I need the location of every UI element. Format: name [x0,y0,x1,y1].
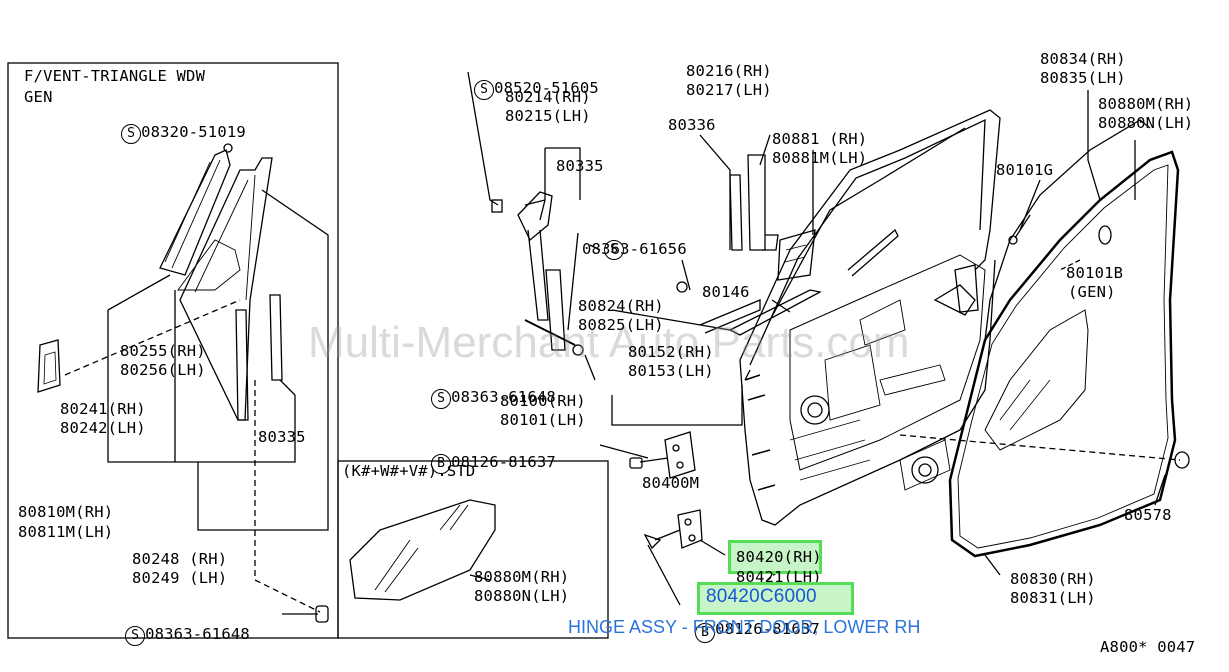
part-label-80880m-inset[interactable]: 80880M(RH) [474,568,570,586]
part-label-80880n[interactable]: 80880N(LH) [1098,114,1194,132]
screw-symbol-icon: S [604,240,625,260]
watermark: Multi-Merchant Auto Parts.com [308,318,910,367]
highlight-80420c6000-fill [700,585,851,612]
part-label-80241[interactable]: 80241(RH) [60,400,146,418]
part-label-80831[interactable]: 80831(LH) [1010,589,1096,607]
part-number: 08320-51019 [141,123,246,141]
diagram-reference: A800* 0047 [1100,638,1196,656]
part-label-80880m[interactable]: 80880M(RH) [1098,95,1194,113]
bolt-symbol-icon: B [431,454,452,474]
part-label-80146[interactable]: 80146 [702,283,750,301]
part-label-08363-61656[interactable]: S [585,220,625,260]
part-label-80100[interactable]: 80100(RH) [500,392,586,410]
part-label-80825[interactable]: 80825(LH) [578,316,664,334]
part-label-80215[interactable]: 80215(LH) [505,107,591,125]
part-label-80101[interactable]: 80101(LH) [500,411,586,429]
part-number: 08363-61648 [145,625,250,643]
part-label-80400m[interactable]: 80400M [642,474,700,492]
part-label-80578[interactable]: 80578 [1124,506,1172,524]
part-label-80336[interactable]: 80336 [668,116,716,134]
part-label-80421[interactable]: 80421(LH) [736,568,822,586]
part-label-80881[interactable]: 80881 (RH) [772,130,868,148]
part-number: 08126-81637 [451,453,556,471]
part-label-80835[interactable]: 80835(LH) [1040,69,1126,87]
part-label-80824[interactable]: 80824(RH) [578,297,664,315]
part-label-80830[interactable]: 80830(RH) [1010,570,1096,588]
part-label-80101b[interactable]: 80101B [1066,264,1124,282]
part-number: 08126-81637 [715,620,820,638]
part-label-80810m[interactable]: 80810M(RH) [18,503,114,521]
highlight-80420-fill [731,543,819,571]
part-caption: HINGE ASSY - FRONT DOOR, LOWER RH [568,617,921,637]
highlight-80420c6000 [697,582,854,615]
part-label-80214[interactable]: 80214(RH) [505,88,591,106]
part-label-80242[interactable]: 80242(LH) [60,419,146,437]
part-label-80881m[interactable]: 80881M(LH) [772,149,868,167]
inset-subtitle: GEN [24,88,53,106]
part-label-80420[interactable]: 80420(RH) [736,548,822,566]
part-label-80255[interactable]: 80255(RH) [120,342,206,360]
part-label-80834[interactable]: 80834(RH) [1040,50,1126,68]
part-label-80152[interactable]: 80152(RH) [628,343,714,361]
screw-symbol-icon: S [125,626,146,646]
part-number-80420c6000[interactable]: 80420C6000 [706,586,817,607]
part-number: 08363-61648 [451,388,556,406]
part-number: 08520-51605 [494,79,599,97]
part-label-80335-mid[interactable]: 80335 [556,157,604,175]
highlight-80420 [728,540,822,574]
part-label-gen: (GEN) [1068,283,1116,301]
screw-symbol-icon: S [121,124,142,144]
part-number-08363-61656[interactable]: 08363-61656 [582,240,687,258]
inset-title: F/VENT-TRIANGLE WDW [24,67,206,85]
screw-symbol-icon: S [431,389,452,409]
screw-symbol-icon: S [474,80,495,100]
part-label-80216[interactable]: 80216(RH) [686,62,772,80]
part-label-80880n-inset[interactable]: 80880N(LH) [474,587,570,605]
part-label-80256[interactable]: 80256(LH) [120,361,206,379]
part-label-80811m[interactable]: 80811M(LH) [18,523,114,541]
bolt-symbol-icon: B [695,623,716,643]
part-label-80217[interactable]: 80217(LH) [686,81,772,99]
part-label-80153[interactable]: 80153(LH) [628,362,714,380]
part-label-80101g[interactable]: 80101G [996,161,1054,179]
part-label-80335-left[interactable]: 80335 [258,428,306,446]
part-label-80249[interactable]: 80249 (LH) [132,569,228,587]
part-label-80248[interactable]: 80248 (RH) [132,550,228,568]
